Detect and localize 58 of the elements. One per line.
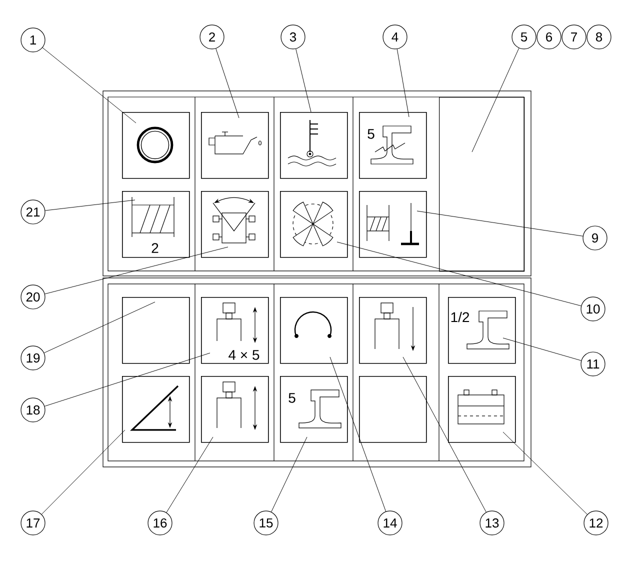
indicator-tile: [359, 190, 427, 258]
leader-line: [41, 430, 126, 514]
leader-line: [166, 436, 214, 513]
indicator-tile: 1/2: [448, 296, 516, 364]
leader-line: [472, 48, 520, 152]
callout-number: 1: [20, 28, 46, 52]
indicator-tile: [359, 296, 427, 364]
indicator-tile: [122, 376, 190, 443]
indicator-tile: [280, 190, 348, 258]
leader-line: [416, 210, 584, 236]
callout-number: 15: [254, 510, 278, 536]
indicator-tile: 2: [122, 190, 190, 258]
indicator-tile: 5: [280, 376, 348, 443]
callout-number: 12: [584, 510, 608, 536]
indicator-tile: [201, 376, 269, 443]
callout-number: 13: [480, 510, 504, 536]
indicator-tile: [280, 296, 348, 364]
leader-line: [330, 356, 386, 512]
indicator-tile: 4 × 5: [201, 296, 269, 364]
callout-number: 11: [580, 352, 606, 376]
leader-line: [216, 48, 240, 118]
indicator-tile: [448, 376, 516, 443]
leader-line: [44, 352, 210, 406]
indicator-tile: [201, 190, 269, 258]
callout-number: 9: [582, 226, 608, 250]
callout-number: 7: [562, 24, 586, 50]
leader-line: [42, 47, 136, 124]
indicator-tile: [359, 376, 427, 443]
callout-number: 16: [148, 510, 172, 536]
panel-cell: [439, 96, 525, 272]
callout-number: 2: [200, 24, 224, 50]
leader-line: [502, 432, 588, 515]
leader-line: [44, 200, 136, 211]
callout-number: 3: [280, 24, 306, 50]
callout-number: 8: [586, 24, 612, 50]
callout-number: 19: [20, 346, 46, 370]
callout-number: 17: [20, 510, 46, 536]
leader-line: [44, 246, 228, 294]
callout-number: 20: [20, 284, 46, 310]
leader-line: [271, 436, 308, 512]
callout-number: 4: [382, 24, 408, 50]
leader-line: [296, 48, 312, 112]
indicator-tile: 5: [359, 112, 427, 179]
callout-number: 21: [20, 200, 46, 224]
indicator-tile: [280, 112, 348, 179]
leader-line: [336, 242, 582, 306]
indicator-tile: [122, 112, 190, 179]
callout-number: 10: [580, 296, 606, 322]
indicator-tile: [201, 112, 269, 179]
callout-number: 6: [536, 24, 562, 50]
indicator-tile: [122, 296, 190, 364]
leader-line: [402, 356, 486, 512]
callout-number: 14: [378, 510, 402, 536]
leader-line: [502, 338, 582, 361]
leader-line: [44, 302, 156, 354]
callout-number: 5: [512, 24, 536, 50]
callout-number: 18: [20, 398, 46, 422]
leader-line: [396, 48, 410, 118]
